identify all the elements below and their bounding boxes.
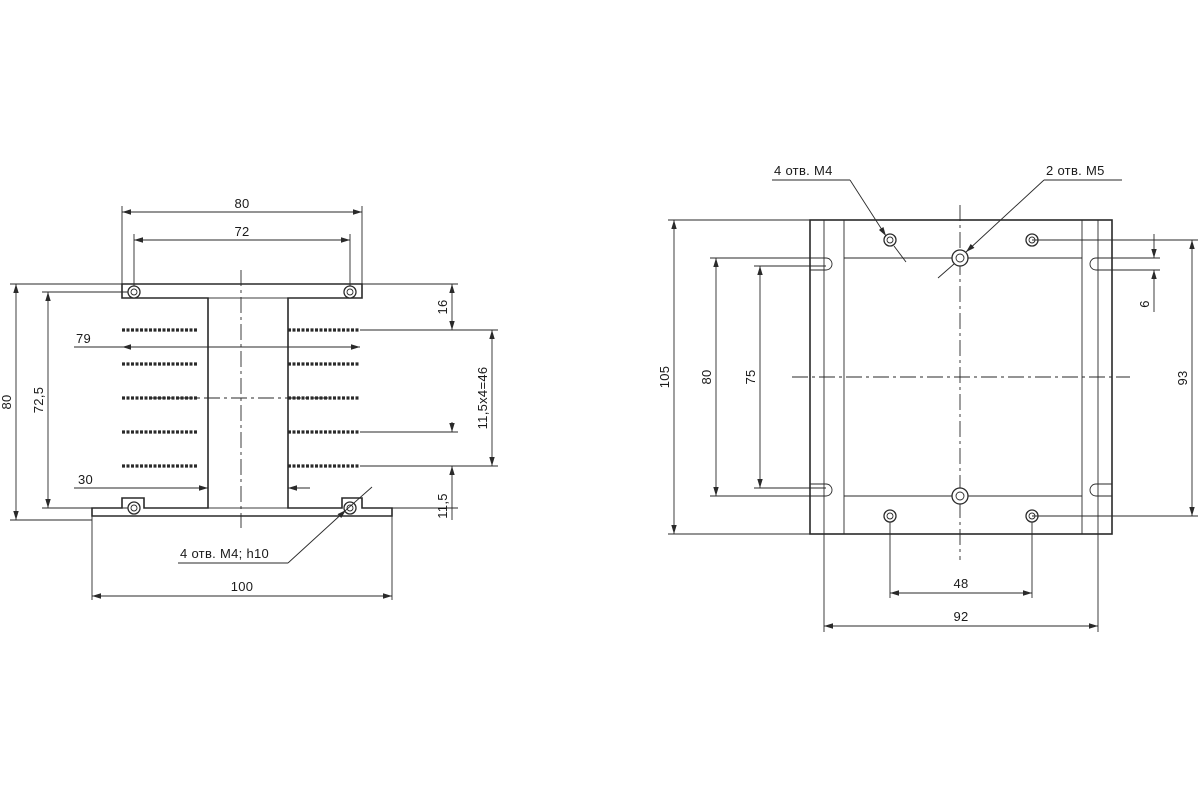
dim-6: 6 [1137,300,1152,308]
dim-48: 48 [953,576,968,591]
dim-80-height: 80 [0,394,14,409]
slot-left-bottom [810,483,833,497]
hole-top-left [127,285,141,299]
right-view: 105 80 75 93 6 48 92 [657,163,1198,632]
fins [122,328,360,468]
hole-bottom-left [127,501,141,515]
hole-top-right [343,285,357,299]
dim-11-5: 11,5 [435,493,450,519]
dim-fin-pitch: 11,5x4=46 [475,367,490,430]
mounting-holes-left [127,285,357,515]
dim-93: 93 [1175,370,1190,385]
heatsink-outline [91,283,393,517]
note-m4: 4 отв. М4 [774,163,833,178]
hole-m5-top [951,249,969,267]
dim-92: 92 [953,609,968,624]
hole-m5-bottom [951,487,969,505]
slot-left-top [810,257,833,271]
hole-m4-top-left [883,233,897,247]
dim-79: 79 [76,331,91,346]
slot-right-top [1089,257,1112,271]
mounting-holes-right [883,233,1039,523]
slot-right-bottom [1089,483,1112,497]
dim-16: 16 [435,299,450,314]
dim-75: 75 [743,369,758,384]
hole-m4-bottom-left [883,509,897,523]
hole-bottom-right [343,501,357,515]
dim-30: 30 [78,472,93,487]
dim-105: 105 [657,366,672,389]
dim-72-5: 72,5 [31,387,46,414]
dim-80-top: 80 [234,196,249,211]
left-view: 80 72 79 80 72,5 16 11,5x4=46 [0,196,498,600]
central-core [207,297,289,509]
dim-80-right: 80 [699,369,714,384]
note-m5: 2 отв. М5 [1046,163,1105,178]
dim-100: 100 [231,579,254,594]
dim-72: 72 [234,224,249,239]
note-holes-left: 4 отв. М4; h10 [180,546,269,561]
